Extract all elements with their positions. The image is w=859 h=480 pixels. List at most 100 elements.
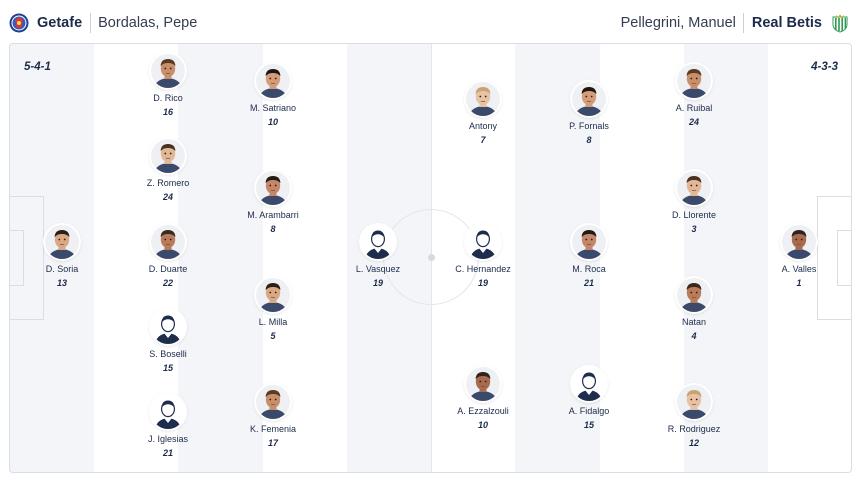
player-silhouette-icon[interactable] bbox=[361, 225, 395, 259]
player-silhouette-icon[interactable] bbox=[466, 225, 500, 259]
player-name[interactable]: A. Fidalgo bbox=[568, 406, 610, 416]
home-player[interactable]: S. Boselli 15 bbox=[123, 310, 213, 373]
home-coach-name[interactable]: Bordalas, Pepe bbox=[98, 15, 198, 31]
player-photo[interactable] bbox=[151, 139, 185, 173]
player-photo[interactable] bbox=[256, 64, 290, 98]
player-number: 22 bbox=[162, 278, 173, 288]
player-photo[interactable] bbox=[466, 367, 500, 401]
player-number: 16 bbox=[162, 107, 173, 117]
player-name[interactable]: Natan bbox=[681, 317, 707, 327]
player-number: 7 bbox=[480, 135, 486, 145]
player-number: 1 bbox=[796, 278, 802, 288]
home-player[interactable]: Z. Romero 24 bbox=[123, 139, 213, 202]
player-number: 5 bbox=[270, 331, 276, 341]
player-photo[interactable] bbox=[677, 385, 711, 419]
home-player[interactable]: D. Soria 13 bbox=[17, 225, 107, 288]
player-silhouette-icon[interactable] bbox=[572, 367, 606, 401]
player-number: 21 bbox=[583, 278, 594, 288]
player-photo[interactable] bbox=[256, 278, 290, 312]
player-name[interactable]: R. Rodriguez bbox=[667, 424, 721, 434]
player-name[interactable]: J. Iglesias bbox=[147, 434, 189, 444]
player-number: 17 bbox=[267, 438, 278, 448]
player-name[interactable]: D. Llorente bbox=[671, 210, 717, 220]
player-photo[interactable] bbox=[677, 64, 711, 98]
getafe-crest-icon bbox=[9, 13, 29, 33]
home-player[interactable]: L. Milla 5 bbox=[228, 278, 318, 341]
player-photo[interactable] bbox=[151, 54, 185, 88]
away-team-header: Pellegrini, Manuel Real Betis bbox=[621, 12, 850, 34]
player-name[interactable]: Z. Romero bbox=[146, 178, 190, 188]
away-player[interactable]: C. Hernandez 19 bbox=[438, 225, 528, 288]
player-photo[interactable] bbox=[677, 171, 711, 205]
player-photo[interactable] bbox=[677, 278, 711, 312]
player-photo[interactable] bbox=[256, 171, 290, 205]
player-number: 10 bbox=[477, 420, 488, 430]
player-number: 4 bbox=[691, 331, 697, 341]
away-penalty-box bbox=[817, 196, 851, 320]
player-photo[interactable] bbox=[151, 225, 185, 259]
player-silhouette-icon[interactable] bbox=[151, 310, 185, 344]
away-player[interactable]: P. Fornals 8 bbox=[544, 82, 634, 145]
player-photo[interactable] bbox=[466, 82, 500, 116]
away-player[interactable]: A. Ezzalzouli 10 bbox=[438, 367, 528, 430]
player-name[interactable]: S. Boselli bbox=[149, 349, 187, 359]
player-name[interactable]: M. Roca bbox=[572, 264, 606, 274]
player-number: 10 bbox=[267, 117, 278, 127]
player-name[interactable]: P. Fornals bbox=[569, 121, 609, 131]
away-player[interactable]: A. Valles 1 bbox=[754, 225, 844, 288]
player-photo[interactable] bbox=[572, 225, 606, 259]
player-name[interactable]: A. Ezzalzouli bbox=[457, 406, 509, 416]
player-number: 15 bbox=[162, 363, 173, 373]
away-team-name[interactable]: Real Betis bbox=[751, 15, 822, 31]
home-player[interactable]: J. Iglesias 21 bbox=[123, 395, 213, 458]
player-number: 8 bbox=[270, 224, 276, 234]
player-photo[interactable] bbox=[256, 385, 290, 419]
player-name[interactable]: M. Satriano bbox=[249, 103, 297, 113]
player-number: 19 bbox=[477, 278, 488, 288]
home-player[interactable]: M. Satriano 10 bbox=[228, 64, 318, 127]
home-player[interactable]: L. Vasquez 19 bbox=[333, 225, 423, 288]
home-player[interactable]: D. Duarte 22 bbox=[123, 225, 213, 288]
player-number: 24 bbox=[688, 117, 699, 127]
lineup-header: Getafe Bordalas, Pepe Pellegrini, Manuel… bbox=[0, 0, 859, 44]
player-name[interactable]: C. Hernandez bbox=[455, 264, 511, 274]
player-number: 8 bbox=[586, 135, 592, 145]
player-photo[interactable] bbox=[572, 82, 606, 116]
player-number: 19 bbox=[372, 278, 383, 288]
player-name[interactable]: D. Duarte bbox=[148, 264, 188, 274]
player-number: 24 bbox=[162, 192, 173, 202]
player-name[interactable]: M. Arambarri bbox=[247, 210, 299, 220]
player-name[interactable]: Antony bbox=[468, 121, 498, 131]
player-name[interactable]: L. Vasquez bbox=[355, 264, 401, 274]
player-number: 15 bbox=[583, 420, 594, 430]
player-photo[interactable] bbox=[45, 225, 79, 259]
player-silhouette-icon[interactable] bbox=[151, 395, 185, 429]
player-name[interactable]: A. Ruibal bbox=[675, 103, 713, 113]
away-player[interactable]: M. Roca 21 bbox=[544, 225, 634, 288]
player-photo[interactable] bbox=[782, 225, 816, 259]
center-spot bbox=[428, 254, 435, 261]
home-team-name[interactable]: Getafe bbox=[37, 15, 83, 31]
home-player[interactable]: D. Rico 16 bbox=[123, 54, 213, 117]
player-name[interactable]: K. Femenia bbox=[249, 424, 297, 434]
away-player[interactable]: Antony 7 bbox=[438, 82, 528, 145]
player-name[interactable]: A. Valles bbox=[781, 264, 817, 274]
player-name[interactable]: D. Soria bbox=[45, 264, 79, 274]
real-betis-crest-icon bbox=[832, 14, 848, 33]
player-name[interactable]: D. Rico bbox=[153, 93, 183, 103]
home-player[interactable]: M. Arambarri 8 bbox=[228, 171, 318, 234]
away-player[interactable]: A. Ruibal 24 bbox=[649, 64, 739, 127]
football-pitch: 5-4-1 4-3-3 bbox=[9, 43, 852, 473]
away-player[interactable]: A. Fidalgo 15 bbox=[544, 367, 634, 430]
away-coach-name[interactable]: Pellegrini, Manuel bbox=[620, 15, 736, 31]
away-player[interactable]: Natan 4 bbox=[649, 278, 739, 341]
home-player[interactable]: K. Femenia 17 bbox=[228, 385, 318, 448]
pitch-stripe bbox=[600, 44, 684, 472]
away-formation: 4-3-3 bbox=[811, 61, 838, 73]
player-number: 13 bbox=[56, 278, 67, 288]
away-goal-box bbox=[837, 230, 851, 286]
player-number: 21 bbox=[162, 448, 173, 458]
player-name[interactable]: L. Milla bbox=[258, 317, 288, 327]
